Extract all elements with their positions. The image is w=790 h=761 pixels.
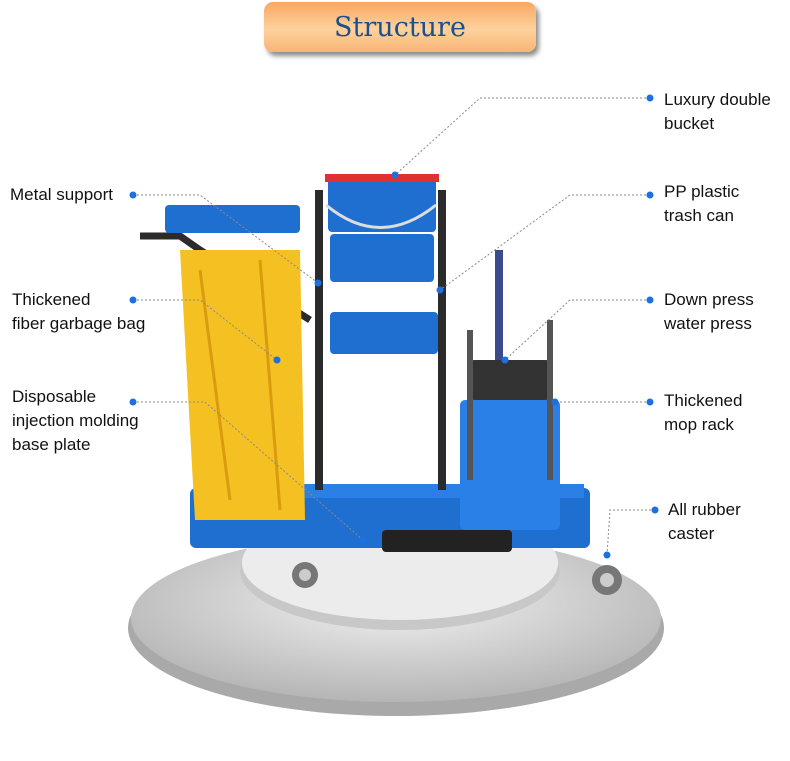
page-title: Structure: [334, 11, 466, 43]
callout-dots: [129, 94, 659, 559]
label-mop-rack: Thickened mop rack: [664, 391, 743, 434]
label-caster: All rubber caster: [668, 500, 741, 543]
leader-lines: [133, 97, 655, 556]
label-base-plate: Disposable injection molding base plate: [12, 387, 139, 454]
label-luxury-double-bucket: Luxury double bucket: [664, 90, 771, 133]
title-banner: Structure: [264, 2, 536, 52]
label-metal-support: Metal support: [10, 185, 113, 204]
label-garbage-bag: Thickened fiber garbage bag: [12, 290, 146, 333]
cleaning-cart: [140, 174, 622, 595]
label-pp-trash-can: PP plastic trash can: [664, 182, 740, 225]
label-down-press: Down press water press: [664, 290, 754, 333]
